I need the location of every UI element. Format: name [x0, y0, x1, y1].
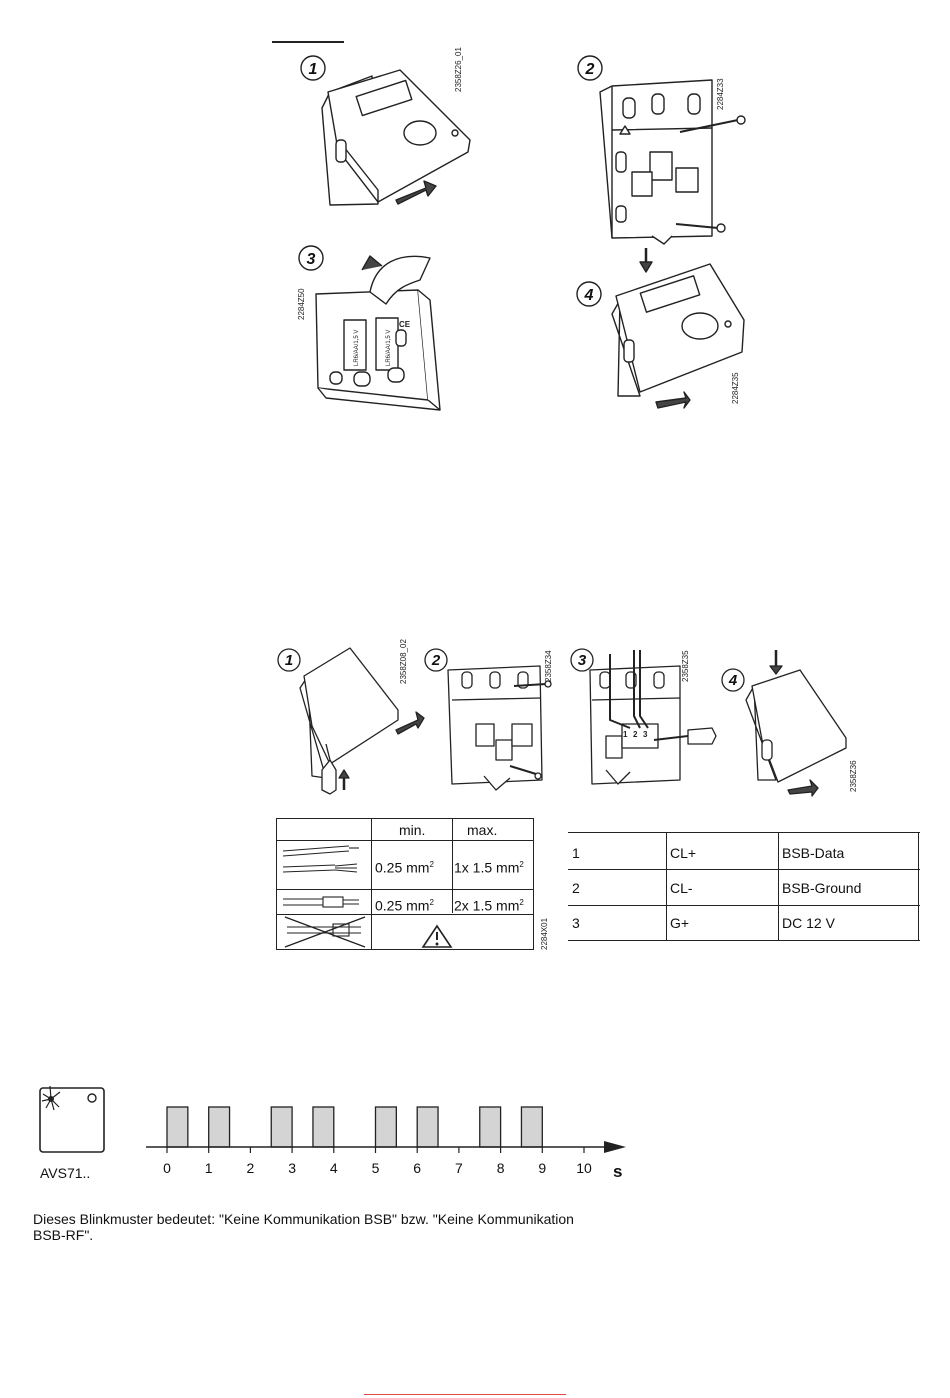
- wiring-code-1: 2358Z08_02: [399, 639, 408, 684]
- blink-pulse: [270, 1106, 293, 1148]
- blink-chart: 0 1 2 3 4 5 6 7 8 9 10 s: [146, 1106, 626, 1181]
- term-row2-desc: BSB-Ground: [782, 880, 862, 896]
- term-row1-desc: BSB-Data: [782, 845, 845, 861]
- device-icon: [39, 1085, 105, 1153]
- wiring-fig-2: [424, 648, 552, 791]
- terminal-num-3: 3: [643, 730, 648, 739]
- blink-pulse: [374, 1106, 398, 1148]
- blink-caption: Dieses Blinkmuster bedeutet: "Keine Komm…: [33, 1211, 574, 1243]
- mount-code-3: 2284Z50: [297, 288, 306, 320]
- wiring-code-4: 2358Z36: [849, 760, 858, 792]
- mount-step-3: 3: [307, 251, 316, 268]
- blink-pulse: [208, 1106, 231, 1148]
- blink-pulse: [520, 1106, 543, 1148]
- wiring-code-3: 2358Z35: [681, 650, 690, 682]
- blink-pulse: [312, 1106, 335, 1148]
- axis-tick-label: 3: [288, 1160, 296, 1176]
- blink-pulse: [416, 1106, 439, 1148]
- blink-pulse: [479, 1106, 502, 1148]
- mount-code-1: 2358Z26_01: [454, 47, 463, 92]
- mount-fig-3: [298, 245, 441, 411]
- term-row1-num: 1: [572, 845, 580, 861]
- spec-graphics: [282, 845, 453, 948]
- blink-pulse: [166, 1106, 189, 1148]
- terminal-num-1: 1: [623, 730, 628, 739]
- footer-red-line: [364, 1394, 566, 1395]
- spec-row1-max: 1x 1.5 mm2: [454, 859, 524, 876]
- spec-code-wrap: 2284X01: [538, 910, 550, 950]
- spec-header-max: max.: [467, 822, 498, 838]
- spec-code: 2284X01: [540, 917, 549, 950]
- spec-row2-max: 2x 1.5 mm2: [454, 897, 524, 914]
- mount-step-4: 4: [584, 287, 594, 304]
- mount-fig-1: [300, 55, 471, 206]
- terminal-num-2: 2: [633, 730, 638, 739]
- mount-code-2: 2284Z33: [716, 78, 725, 110]
- axis-tick-label: 7: [455, 1160, 463, 1176]
- term-row3-desc: DC 12 V: [782, 915, 835, 931]
- axis-tick-label: 8: [497, 1160, 505, 1176]
- axis-tick-label: 0: [163, 1160, 171, 1176]
- wiring-fig-4: [721, 650, 847, 797]
- battery-label-1: LR6/AA/1,5 V: [354, 330, 360, 366]
- axis-tick-label: 4: [330, 1160, 338, 1176]
- term-row2-signal: CL-: [670, 880, 693, 896]
- top-rule: [272, 41, 344, 43]
- wiring-step-4: 4: [728, 672, 738, 689]
- axis-tick-label: 5: [372, 1160, 380, 1176]
- wiring-step-3: 3: [578, 652, 587, 669]
- device-label: AVS71..: [40, 1165, 91, 1181]
- mount-fig-2: [577, 55, 746, 245]
- mount-step-1: 1: [309, 61, 318, 78]
- wiring-fig-1: [277, 647, 425, 795]
- mount-step-2: 2: [585, 61, 595, 78]
- wiring-step-2: 2: [431, 652, 441, 669]
- spec-header-min: min.: [399, 822, 426, 838]
- axis-tick-label: 10: [576, 1160, 592, 1176]
- spec-row1-min: 0.25 mm2: [375, 859, 434, 876]
- mount-fig-4: [576, 248, 745, 409]
- term-row2-num: 2: [572, 880, 580, 896]
- axis-tick-label: 1: [205, 1160, 213, 1176]
- wire-spec-table: min. max. 0.25 mm2 1x 1.5 mm2 0.25 mm2 2…: [276, 818, 534, 950]
- spec-row2-min: 0.25 mm2: [375, 897, 434, 914]
- mount-code-4: 2284Z35: [731, 372, 740, 404]
- term-row1-signal: CL+: [670, 845, 697, 861]
- axis-tick-label: 2: [247, 1160, 255, 1176]
- axis-tick-label: 6: [413, 1160, 421, 1176]
- axis-tick-label: 9: [538, 1160, 546, 1176]
- axis-arrow-icon: [604, 1141, 626, 1153]
- battery-label-2: LR6/AA/1,5 V: [386, 330, 392, 366]
- terminal-table: 1 CL+ BSB-Data 2 CL- BSB-Ground 3 G+ DC …: [568, 832, 920, 942]
- wiring-fig-3: [570, 648, 717, 785]
- mounting-figures: 1 2 3 4 2358Z26_01 2284Z33 2284Z50 2284Z…: [297, 47, 746, 411]
- wiring-figures: 1 2 3 4 2358Z08_02 2358Z34 2358Z35 2358Z…: [277, 639, 858, 797]
- term-row3-num: 3: [572, 915, 580, 931]
- term-row3-signal: G+: [670, 915, 690, 931]
- ce-mark: CE: [399, 320, 411, 329]
- wiring-code-2: 2358Z34: [544, 650, 553, 682]
- wiring-step-1: 1: [285, 652, 293, 669]
- axis-unit-label: s: [613, 1162, 622, 1181]
